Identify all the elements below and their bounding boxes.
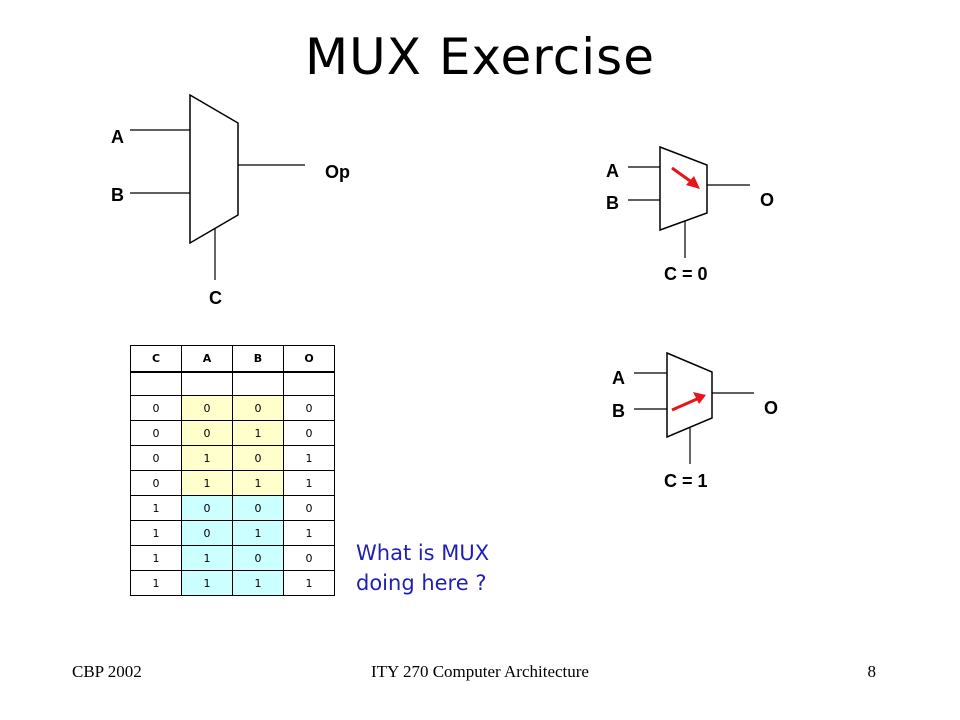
- table-row: 0 0 1 0: [130, 420, 335, 446]
- mux-c1-arrowhead: [693, 392, 706, 404]
- main-mux-label-op: Op: [325, 162, 350, 182]
- mux-c0-arrowhead: [686, 176, 700, 189]
- table-row: 0 0 0 0: [130, 395, 335, 421]
- mux-c0-body: [659, 145, 708, 232]
- mux-c0-path-arrow: [671, 166, 694, 185]
- question-text: What is MUX doing here ?: [356, 538, 489, 598]
- cell-b: 1: [232, 570, 284, 596]
- cell-a: 0: [181, 495, 233, 521]
- cell-a: 0: [181, 395, 233, 421]
- question-line-2: doing here ?: [356, 571, 487, 595]
- mux-c0-label-select: C = 0: [664, 264, 708, 284]
- cell-b: 1: [232, 470, 284, 496]
- cell-c: 1: [130, 570, 182, 596]
- truth-table-header-row: C A B O: [130, 345, 335, 373]
- mux-c1-label-b: B: [612, 401, 625, 421]
- mux-c0-label-a: A: [606, 161, 619, 181]
- cell-b: 1: [232, 520, 284, 546]
- table-row: 1 0 0 0: [130, 495, 335, 521]
- cell-a: 1: [181, 545, 233, 571]
- table-row: 0 1 1 1: [130, 470, 335, 496]
- main-mux-label-c: C: [209, 288, 222, 308]
- cell-b: 0: [232, 495, 284, 521]
- cell-b: 0: [232, 545, 284, 571]
- table-row: 1 1 0 0: [130, 545, 335, 571]
- cell-a: 0: [181, 520, 233, 546]
- cell-a: 1: [181, 470, 233, 496]
- cell-b: 0: [232, 445, 284, 471]
- truth-table: C A B O 0 0 0 0 0 0 1 0 0 1 0 1 0 1 1 1 …: [130, 345, 335, 596]
- main-mux-label-a: A: [111, 127, 124, 147]
- header-a: A: [181, 345, 233, 373]
- mux-c1-label-select: C = 1: [664, 471, 708, 491]
- cell-o: 1: [283, 570, 335, 596]
- question-line-1: What is MUX: [356, 541, 490, 565]
- cell-c: 1: [130, 520, 182, 546]
- cell-a: 1: [181, 570, 233, 596]
- header-c: C: [130, 345, 182, 373]
- table-row: 1 0 1 1: [130, 520, 335, 546]
- main-mux: A B Op C: [111, 93, 350, 308]
- mux-c1: A B O C = 1: [612, 351, 778, 491]
- header-o: O: [283, 345, 335, 373]
- mux-c1-label-o: O: [764, 398, 778, 418]
- blank-cell: [283, 371, 335, 396]
- cell-o: 1: [283, 445, 335, 471]
- blank-cell: [181, 371, 233, 396]
- main-mux-label-b: B: [111, 185, 124, 205]
- table-row: 0 1 0 1: [130, 445, 335, 471]
- mux-c0-label-b: B: [606, 193, 619, 213]
- cell-c: 0: [130, 395, 182, 421]
- footer-page-number: 8: [867, 662, 877, 681]
- cell-b: 0: [232, 395, 284, 421]
- table-row: 1 1 1 1: [130, 570, 335, 596]
- mux-c1-label-a: A: [612, 368, 625, 388]
- header-b: B: [232, 345, 284, 373]
- cell-a: 1: [181, 445, 233, 471]
- blank-cell: [232, 371, 284, 396]
- blank-cell: [130, 371, 182, 396]
- cell-c: 1: [130, 545, 182, 571]
- main-mux-body: [189, 93, 239, 245]
- cell-o: 0: [283, 545, 335, 571]
- mux-c0-label-o: O: [760, 190, 774, 210]
- cell-a: 0: [181, 420, 233, 446]
- cell-o: 0: [283, 420, 335, 446]
- mux-c1-path-arrow: [671, 397, 698, 412]
- cell-c: 0: [130, 470, 182, 496]
- slide-title: MUX Exercise: [305, 28, 655, 86]
- footer-center: ITY 270 Computer Architecture: [371, 662, 589, 681]
- footer-left: CBP 2002: [72, 662, 142, 681]
- truth-table-blank-row: [130, 371, 335, 396]
- cell-o: 1: [283, 470, 335, 496]
- cell-c: 0: [130, 445, 182, 471]
- cell-c: 1: [130, 495, 182, 521]
- cell-o: 1: [283, 520, 335, 546]
- cell-o: 0: [283, 395, 335, 421]
- cell-o: 0: [283, 495, 335, 521]
- cell-b: 1: [232, 420, 284, 446]
- cell-c: 0: [130, 420, 182, 446]
- mux-c0: A B O C = 0: [606, 145, 774, 284]
